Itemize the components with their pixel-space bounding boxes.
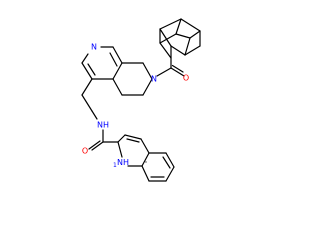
carbonyl-linker [156,57,185,77]
bond [142,78,153,96]
bond [170,67,185,77]
bond [141,152,150,167]
bond [159,42,172,59]
indole-ring [117,134,175,182]
bond [189,30,201,39]
adamantyl-group [159,18,201,59]
bond [141,165,150,182]
bond [81,53,89,64]
bond [175,18,182,35]
bond [117,141,123,158]
bond [112,78,123,96]
indole-carbonyl-oxygen-atom-label: O [82,147,88,156]
bond [81,62,93,80]
bond [170,45,186,56]
tetrahydro-naphthyridine-ring [81,46,153,96]
molecule-structure: O N N NH O NH 1 [81,18,201,182]
bond [88,140,101,150]
indole-position-subscript: 1 [113,162,117,169]
bond [184,45,201,56]
bond [159,33,177,44]
bond [175,33,191,39]
bond [180,18,201,32]
methylene-amide-linker [81,94,119,151]
indole-n-letter: N [117,158,123,167]
bond [142,62,153,80]
bond [117,134,126,143]
bond [81,94,93,112]
bond [171,64,184,73]
bond [159,28,172,47]
bond [81,78,93,96]
bond [124,134,142,140]
molecule-canvas: O N N NH O NH 1 [81,18,201,182]
bond [112,62,123,80]
bond [140,138,150,154]
bond [109,52,118,67]
indole-h-letter: H [123,158,129,167]
ring-nitrogen-atom-label: N [151,75,157,84]
bond [184,37,191,56]
bond [87,63,96,76]
oxygen-atom-label: O [183,74,189,83]
bond [112,46,123,64]
pyridine-nitrogen-atom-label: N [91,43,97,52]
amide-nh-atom-label: NH [97,121,109,130]
indole-nh-atom-label: NH [117,158,129,167]
atom-labels: O N N NH O NH 1 [82,43,189,170]
bond [162,156,171,169]
bond [91,141,104,151]
bond [165,166,175,182]
bond [91,110,98,120]
bond [156,67,172,77]
bond [126,138,140,143]
bond [165,152,175,168]
bond [159,18,182,30]
